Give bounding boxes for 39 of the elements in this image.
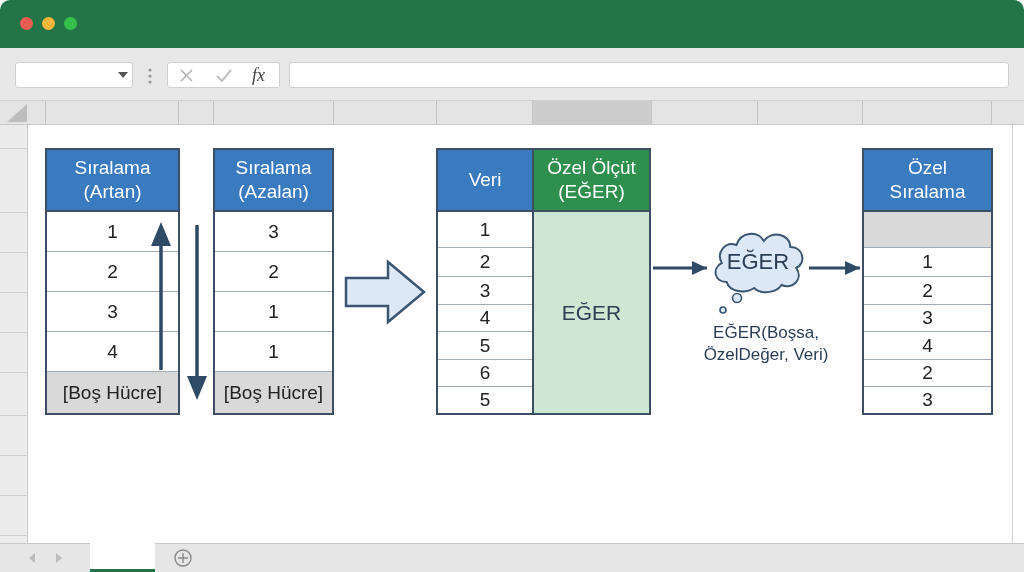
- cell-value: 1: [268, 300, 279, 323]
- data-table: [534, 148, 651, 415]
- cell-value: 3: [107, 300, 118, 323]
- column-header: Özel Sıralama: [864, 150, 991, 212]
- placeholder-cell: [Boş Hücre]: [215, 372, 332, 413]
- cell-value: 1: [268, 340, 279, 363]
- formula-note: EĞER(Boşsa, ÖzelDeğer, Veri): [702, 322, 830, 366]
- data-table: [213, 148, 334, 415]
- criterion-cell: EĞER: [534, 212, 649, 413]
- column-header: Sıralama (Artan): [47, 150, 178, 212]
- placeholder-cell: [Boş Hücre]: [47, 372, 178, 413]
- cell-value: 3: [922, 389, 933, 411]
- cell-value: 4: [479, 307, 491, 329]
- cell-value: 5: [479, 334, 491, 357]
- column-header: Özel Ölçüt (EĞER): [534, 150, 649, 212]
- cell-value: 3: [479, 279, 491, 302]
- cell-value: 4: [922, 334, 933, 357]
- cell-value: 6: [479, 362, 491, 384]
- column-header: Veri: [438, 150, 532, 212]
- function-symbol: fx: [252, 64, 265, 86]
- cell-value: 2: [922, 362, 933, 384]
- cell-value: 5: [479, 389, 491, 411]
- cell-value: 3: [268, 220, 279, 243]
- column-header: Sıralama (Azalan): [215, 150, 332, 212]
- arrow: [809, 261, 860, 275]
- block-arrow: [344, 259, 426, 325]
- cell-value: 3: [922, 307, 933, 329]
- cell-value: 1: [107, 220, 118, 243]
- data-table: [862, 148, 993, 415]
- data-table: [436, 148, 534, 415]
- data-table: [45, 148, 180, 415]
- arrow: [653, 261, 707, 275]
- cell-value: 2: [107, 260, 118, 283]
- cell-value: 2: [922, 279, 933, 302]
- cell-value: 4: [107, 340, 118, 363]
- cell-value: 1: [479, 218, 491, 241]
- cell-value: 2: [479, 251, 491, 273]
- cell-value: 2: [268, 260, 279, 283]
- cell-value: 1: [922, 251, 933, 273]
